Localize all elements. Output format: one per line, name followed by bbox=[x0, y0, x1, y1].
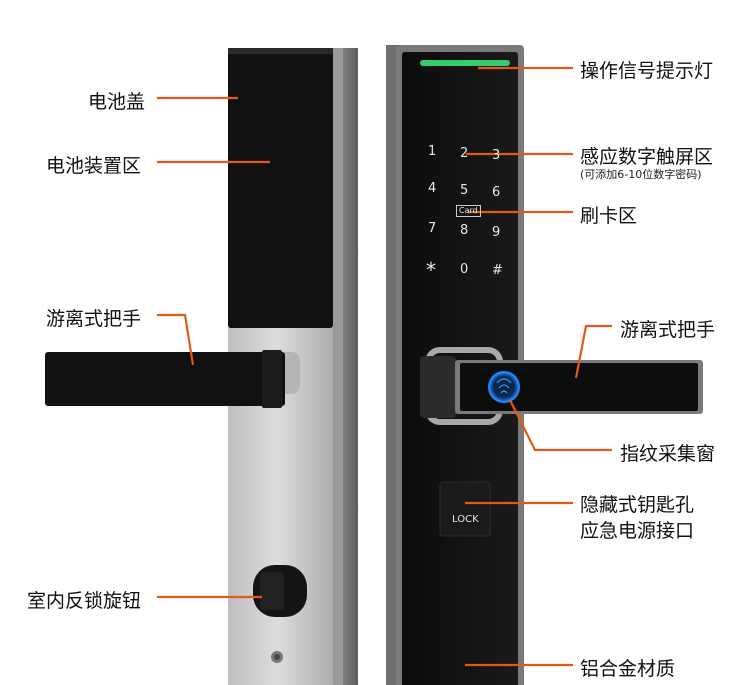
label-free-handle-right: 游离式把手 bbox=[620, 319, 716, 341]
keypad-key-6[interactable]: 6 bbox=[492, 185, 501, 200]
keypad-key-1[interactable]: 1 bbox=[428, 144, 437, 159]
label-card-area: 刷卡区 bbox=[580, 205, 638, 227]
lock-button-label[interactable]: LOCK bbox=[452, 514, 479, 525]
label-material: 铝合金材质 bbox=[580, 658, 676, 680]
keypad-key-4[interactable]: 4 bbox=[428, 181, 437, 196]
keypad-key-9[interactable]: 9 bbox=[492, 225, 501, 240]
leader-lines bbox=[157, 66, 612, 667]
label-touch-keypad: 感应数字触屏区 bbox=[580, 146, 714, 168]
keypad-key-3[interactable]: 3 bbox=[492, 148, 501, 163]
keypad-key-8[interactable]: 8 bbox=[460, 223, 469, 238]
keypad-key-5[interactable]: 5 bbox=[460, 183, 469, 198]
keypad-key-hash[interactable]: # bbox=[492, 263, 503, 278]
label-battery-area: 电池装置区 bbox=[46, 155, 142, 177]
label-signal-light: 操作信号提示灯 bbox=[580, 60, 714, 82]
card-reader-icon: Card bbox=[456, 205, 481, 217]
label-inner-lock-knob: 室内反锁旋钮 bbox=[27, 590, 142, 612]
label-touch-keypad-note: (可添加6-10位数字密码) bbox=[580, 168, 702, 181]
label-free-handle-left: 游离式把手 bbox=[46, 308, 142, 330]
keypad-key-0[interactable]: 0 bbox=[460, 262, 469, 277]
label-fingerprint-window: 指纹采集窗 bbox=[620, 443, 716, 465]
label-emergency-power: 应急电源接口 bbox=[580, 520, 695, 542]
indoor-lock-body bbox=[45, 48, 358, 685]
keypad-key-7[interactable]: 7 bbox=[428, 221, 437, 236]
keypad-key-star[interactable]: * bbox=[426, 258, 436, 282]
label-battery-cover: 电池盖 bbox=[88, 91, 146, 113]
label-hidden-keyhole: 隐藏式钥匙孔 bbox=[580, 494, 695, 516]
outdoor-lock-body bbox=[386, 45, 703, 685]
keypad-key-2[interactable]: 2 bbox=[460, 146, 469, 161]
